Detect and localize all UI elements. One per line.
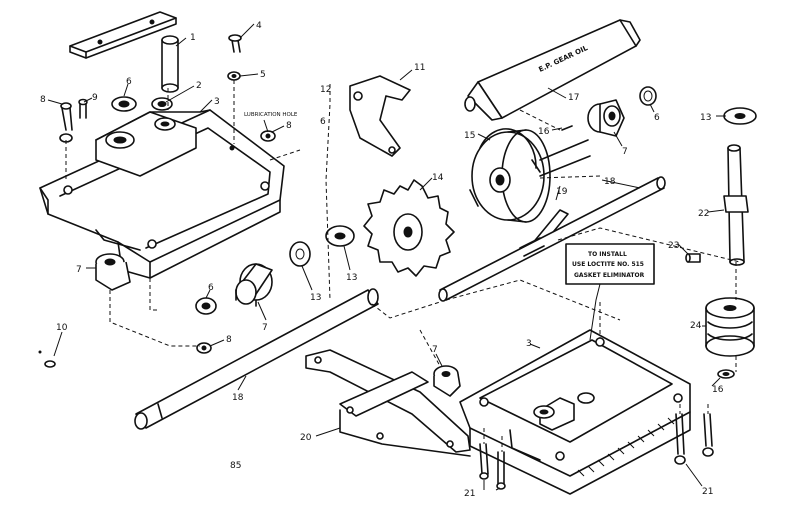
- label-14: 14: [432, 173, 444, 183]
- part-7-bushing-left: [95, 253, 131, 291]
- label-13-upper: 13: [346, 273, 357, 283]
- page-code: 85: [230, 461, 241, 471]
- part-18-shaft-lower: [134, 288, 379, 430]
- part-23-pin: [685, 253, 701, 263]
- part-13-washer-b: [289, 241, 311, 267]
- label-11: 11: [414, 63, 425, 73]
- label-9: 9: [92, 93, 98, 103]
- part-18-shaft-upper: [438, 176, 666, 302]
- label-21-left: 21: [464, 489, 475, 499]
- part-21-bolts-lower-left: [479, 443, 506, 490]
- part-7-bushing-center: [235, 263, 273, 307]
- label-23: 23: [668, 241, 679, 251]
- part-16-washer-right: [717, 369, 735, 379]
- label-22: 22: [698, 209, 709, 219]
- part-13-washer-right: [723, 107, 757, 125]
- part-6-bearing-top: [111, 96, 137, 112]
- label-1: 1: [190, 33, 196, 43]
- part-16-pin: [561, 125, 573, 131]
- leader-lines: [47, 23, 726, 491]
- part-14-gear: [363, 179, 455, 277]
- label-7-upper: 7: [622, 147, 628, 157]
- part-4-screw: [228, 34, 242, 53]
- label-7-left: 7: [76, 265, 82, 275]
- part-7-bushing-upper: [587, 99, 625, 137]
- label-24: 24: [690, 321, 702, 331]
- label-19: 19: [556, 187, 568, 197]
- label-7-lower: 7: [432, 345, 438, 355]
- part-24-pulley: [705, 297, 755, 357]
- label-17: 17: [568, 93, 579, 103]
- label-3-bottom: 3: [526, 339, 532, 349]
- part-22-shaft-vertical: [723, 144, 749, 266]
- guide-lines: [65, 80, 741, 452]
- part-20-bracket: [305, 349, 471, 457]
- part-11-fork: [349, 75, 411, 157]
- label-20: 20: [300, 433, 312, 443]
- part-6-washer-center: [195, 297, 217, 315]
- part-3-bottom-housing: [459, 329, 691, 495]
- label-12: 12: [320, 85, 331, 95]
- label-10: 10: [56, 323, 68, 333]
- part-labels: 1 2 3 4 5 6 8 9 8 12 6 11 17 16 6 7 15 1…: [40, 21, 724, 499]
- note-box: TO INSTALL USE LOCTITE NO. 515 GASKET EL…: [565, 243, 655, 341]
- part-7-bushing-lower: [433, 365, 461, 397]
- part-8-fitting-lube: [260, 130, 276, 142]
- label-8-lower: 8: [226, 335, 232, 345]
- part-5-washer: [227, 71, 241, 81]
- label-13-center: 13: [310, 293, 321, 303]
- label-6-center: 6: [208, 283, 214, 293]
- lubrication-hole-label: LUBRICATION HOLE: [244, 112, 298, 118]
- label-8-top: 8: [40, 95, 46, 105]
- label-2: 2: [196, 81, 202, 91]
- label-5: 5: [260, 70, 266, 80]
- part-9-screw: [78, 98, 88, 119]
- label-13-right: 13: [700, 113, 711, 123]
- label-6-top: 6: [126, 77, 132, 87]
- label-6-upper: 6: [654, 113, 660, 123]
- label-8-lube: 8: [286, 121, 292, 131]
- label-18-lower: 18: [232, 393, 244, 403]
- label-21-right: 21: [702, 487, 713, 497]
- part-15-pulley: [469, 128, 591, 223]
- part-1-bracket: [69, 11, 179, 93]
- part-8-screw-top: [59, 102, 73, 143]
- label-16-upper: 16: [538, 127, 550, 137]
- label-3-top: 3: [214, 97, 220, 107]
- label-6-fork: 6: [320, 117, 326, 127]
- part-21-bolts-lower-right: [674, 413, 714, 465]
- label-4: 4: [256, 21, 262, 31]
- part-3-top-housing: [39, 109, 285, 279]
- part-8-fitting-lower: [196, 342, 212, 354]
- part-6-washer-upper: [639, 86, 657, 106]
- note-line-3: GASKET ELIMINATOR: [574, 272, 645, 279]
- label-15: 15: [464, 131, 475, 141]
- label-7-center: 7: [262, 323, 268, 333]
- part-13-washer-a: [325, 225, 355, 247]
- note-line-2: USE LOCTITE NO. 515: [572, 261, 644, 268]
- label-16-lower: 16: [712, 385, 724, 395]
- label-18-upper: 18: [604, 177, 616, 187]
- part-10-washer: [38, 350, 56, 368]
- note-line-1: TO INSTALL: [588, 251, 627, 258]
